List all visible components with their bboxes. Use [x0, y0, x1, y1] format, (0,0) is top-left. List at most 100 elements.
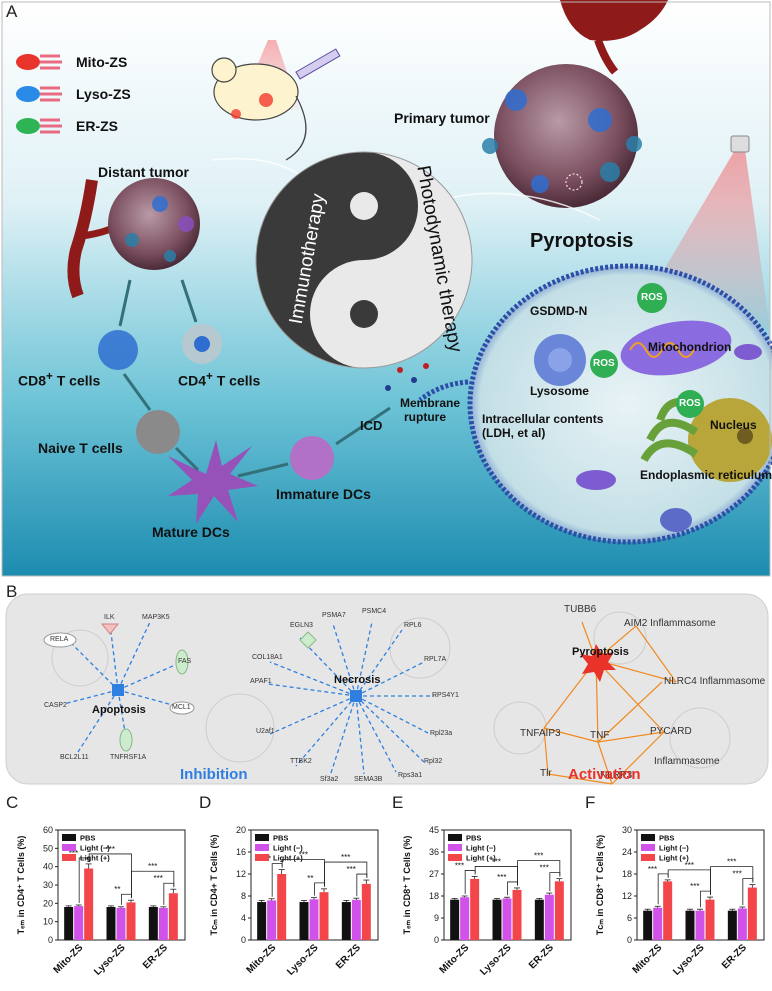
panel-f-legend-swatch-2	[641, 854, 655, 861]
panel-e-ytick-label-5: 45	[429, 825, 439, 835]
panel-d-between-sig-0: ***	[299, 851, 308, 860]
label-mitochondrion: Mitochondrion	[648, 340, 732, 354]
label-cd8-t-cells: CD8+ T cells	[18, 370, 100, 389]
panel-e-bar-2-1	[544, 894, 554, 940]
label-mature-dcs: Mature DCs	[152, 524, 230, 540]
node-rpl7a: RPL7A	[424, 656, 447, 663]
panel-d-bar-0-2	[277, 874, 287, 940]
node-u2af1: U2af1	[256, 728, 275, 735]
panel-f-sig-2: ***	[732, 870, 741, 879]
panel-c-legend-swatch-1	[62, 844, 76, 851]
panel-a-letter: A	[6, 2, 18, 21]
panel-e-ytick-label-1: 9	[434, 913, 439, 923]
panel-f-bar-0-2	[663, 881, 673, 940]
panel-d-category-1: Lyso-ZS	[285, 942, 321, 978]
panel-c-category-1: Lyso-ZS	[92, 942, 128, 978]
panel-c-ytick-label-4: 40	[43, 862, 53, 872]
distant-tumor-sphere	[108, 178, 200, 270]
panel-c-bar-0-0	[64, 907, 74, 940]
panel-e-ytick-label-0: 0	[434, 935, 439, 945]
panel-f-legend-swatch-0	[641, 834, 655, 841]
label-intracellular: Intracellular contents	[482, 412, 604, 426]
panel-e-sig-0: ***	[455, 861, 464, 870]
panel-d-between-bracket-1	[324, 861, 368, 886]
panel-f-ytick-label-0: 0	[627, 935, 632, 945]
panel-f-bar-1-1	[695, 910, 705, 940]
panel-e-category-1: Lyso-ZS	[478, 942, 514, 978]
network-graph	[5, 593, 769, 785]
panel-e-bar-2-0	[534, 899, 544, 940]
panel-f-ytick-label-5: 30	[622, 825, 632, 835]
panel-d-bar-2-1	[351, 899, 361, 940]
cd4-tcells-text: T cells	[216, 372, 261, 389]
panel-e-sig-2: ***	[539, 864, 548, 873]
panel-e-ylabel: Tₑₘ in CD8⁺ T Cells (%)	[402, 836, 412, 935]
panel-d-legend-swatch-0	[255, 834, 269, 841]
panel-b: B	[0, 578, 772, 790]
panel-d-between-bracket-0	[281, 859, 325, 886]
panel-c-bar-1-2	[126, 902, 136, 940]
cd8-tcells-text: T cells	[56, 372, 101, 389]
naive-t-cell	[136, 410, 180, 454]
panel-d-bar-0-1	[267, 900, 277, 940]
panel-e-ytick-label-3: 27	[429, 869, 439, 879]
panel-d-letter: D	[199, 793, 211, 812]
node-rps4y1: RPS4Y1	[432, 692, 459, 699]
panel-e-ytick-label-2: 18	[429, 891, 439, 901]
panel-f-bar-0-1	[653, 907, 663, 940]
panel-d-bar-1-1	[309, 899, 319, 940]
panel-c-ylabel: Tₑₘ in CD4⁺ T Cells (%)	[16, 836, 26, 935]
label-immature-dcs: Immature DCs	[276, 486, 371, 502]
label-membrane: Membrane	[400, 396, 461, 410]
label-er: Endoplasmic reticulum	[640, 468, 772, 482]
panel-c-between-bracket-1	[131, 870, 175, 898]
inhibition-label: Inhibition	[180, 766, 248, 783]
panel-c-between-sig-0: ***	[106, 845, 115, 854]
panel-f-bar-2-1	[737, 908, 747, 940]
panel-c-ytick-label-6: 60	[43, 825, 53, 835]
panel-d-sig-2: ***	[346, 865, 355, 874]
panel-e-legend-label-2: Light (+)	[466, 854, 496, 863]
panel-c-between-sig-1: ***	[148, 862, 157, 871]
legend-particles	[16, 54, 62, 134]
panel-c-ytick-label-1: 10	[43, 917, 53, 927]
node-bcl2l11: BCL2L11	[60, 754, 89, 761]
panel-e-bar-1-2	[512, 889, 522, 940]
panel-e-sig-1: ***	[497, 873, 506, 882]
panel-c-bar-2-0	[148, 907, 158, 940]
immature-dc	[290, 436, 334, 480]
panel-f-between-sig-1: ***	[727, 858, 736, 867]
primary-tumor-sphere	[494, 64, 638, 208]
panel-f-ytick-label-4: 24	[622, 847, 632, 857]
panel-d-category-2: ER-ZS	[334, 942, 363, 971]
panel-e-bar-0-2	[470, 878, 480, 940]
node-rpl32: Rpl32	[424, 758, 443, 765]
node-rpl23a: Rpl23a	[430, 730, 453, 737]
cd4-plus: +	[206, 370, 213, 383]
panel-c-bar-1-0	[106, 907, 116, 940]
panel-c-ytick-label-5: 50	[43, 843, 53, 853]
panel-e-legend-swatch-2	[448, 854, 462, 861]
panel-d-bar-2-2	[361, 883, 371, 940]
node-sema3b: SEMA3B	[354, 776, 383, 783]
label-ros-2: ROS	[593, 358, 615, 369]
panel-a-background	[1, 0, 772, 577]
panel-d-ytick-label-2: 8	[241, 891, 246, 901]
activation-label: Activation	[568, 766, 641, 783]
panel-d-legend-swatch-1	[255, 844, 269, 851]
panel-e-bar-1-0	[492, 899, 502, 940]
node-pycard: PYCARD	[650, 726, 692, 737]
node-col18a1: COL18A1	[252, 654, 283, 661]
panel-e-between-bracket-1	[517, 860, 561, 885]
label-icd: ICD	[360, 418, 383, 433]
node-psma7: PSMA7	[322, 612, 346, 619]
node-rps3a1: Rps3a1	[398, 772, 423, 779]
panel-b-letter: B	[6, 582, 18, 601]
label-ros-3: ROS	[679, 398, 701, 409]
label-naive-t-cells: Naive T cells	[38, 440, 123, 456]
panel-e-bar-0-0	[450, 899, 460, 940]
panel-f-legend-swatch-1	[641, 844, 655, 851]
panel-d-bar-1-2	[319, 892, 329, 940]
panel-c-bar-0-1	[74, 906, 84, 940]
panel-f-bar-1-0	[685, 910, 695, 940]
